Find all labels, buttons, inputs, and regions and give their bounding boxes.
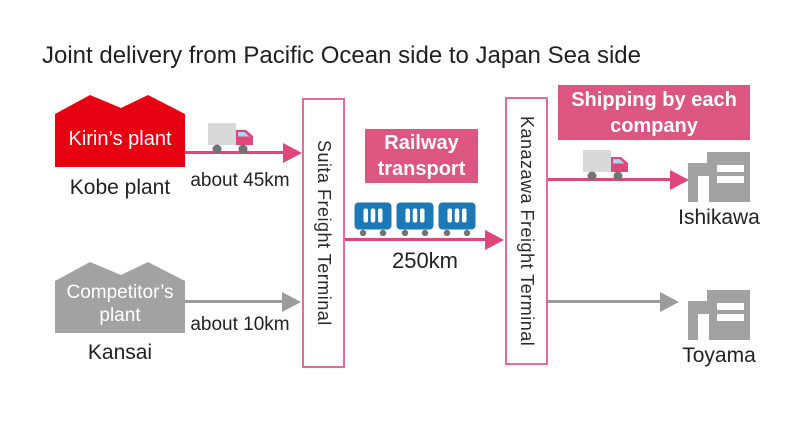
kirin-plant-label: Kirin’s plant — [68, 128, 172, 150]
kobe-plant-caption: Kobe plant — [69, 176, 171, 199]
kirin-plant: Kirin’s plant — [55, 95, 185, 167]
railway-transport-text: Railway transport — [377, 132, 466, 180]
train-wagon-icon — [396, 202, 434, 236]
warehouse-icon — [688, 290, 750, 340]
distance-competitor-to-suita: about 10km — [190, 314, 290, 335]
railway-transport-label: Railway transport — [365, 129, 478, 183]
warehouse-icon — [688, 152, 750, 202]
freight-train-icon — [354, 202, 476, 236]
arrow-line-kanazawa-to-ishikawa — [548, 178, 672, 181]
kansai-caption: Kansai — [87, 341, 153, 364]
arrow-line-kirin-to-suita — [185, 151, 285, 154]
truck-icon — [208, 120, 260, 159]
shipping-label-text: Shipping by each company — [571, 88, 737, 137]
arrow-head-icon — [283, 143, 302, 163]
arrow-line-suita-to-kanazawa — [345, 238, 487, 241]
factory-icon — [55, 262, 185, 333]
ishikawa-building — [688, 152, 750, 207]
competitor-plant-label: Competitor’s plant — [66, 282, 174, 326]
railway-distance: 250km — [391, 248, 459, 273]
factory-icon — [55, 95, 185, 167]
arrow-line-competitor-to-suita — [184, 300, 283, 303]
competitor-plant: Competitor’s plant — [55, 262, 185, 333]
shipping-by-each-company-label: Shipping by each company — [558, 85, 750, 140]
ishikawa-caption: Ishikawa — [678, 206, 760, 229]
kanazawa-freight-terminal-label: Kanazawa Freight Terminal — [517, 115, 537, 347]
suita-freight-terminal-label: Suita Freight Terminal — [314, 140, 334, 326]
arrow-line-kanazawa-to-toyama — [548, 300, 662, 303]
toyama-caption: Toyama — [682, 344, 756, 367]
kanazawa-freight-terminal: Kanazawa Freight Terminal — [505, 97, 548, 365]
truck-icon — [583, 147, 635, 186]
page-title: Joint delivery from Pacific Ocean side t… — [42, 42, 641, 69]
toyama-building — [688, 290, 750, 345]
arrow-head-icon — [282, 292, 301, 312]
distance-kirin-to-suita: about 45km — [190, 170, 290, 191]
train-wagon-icon — [354, 202, 392, 236]
train-wagon-icon — [438, 202, 476, 236]
arrow-head-icon — [660, 292, 679, 312]
arrow-head-icon — [670, 170, 689, 190]
suita-freight-terminal: Suita Freight Terminal — [302, 98, 345, 368]
arrow-head-icon — [485, 230, 504, 250]
